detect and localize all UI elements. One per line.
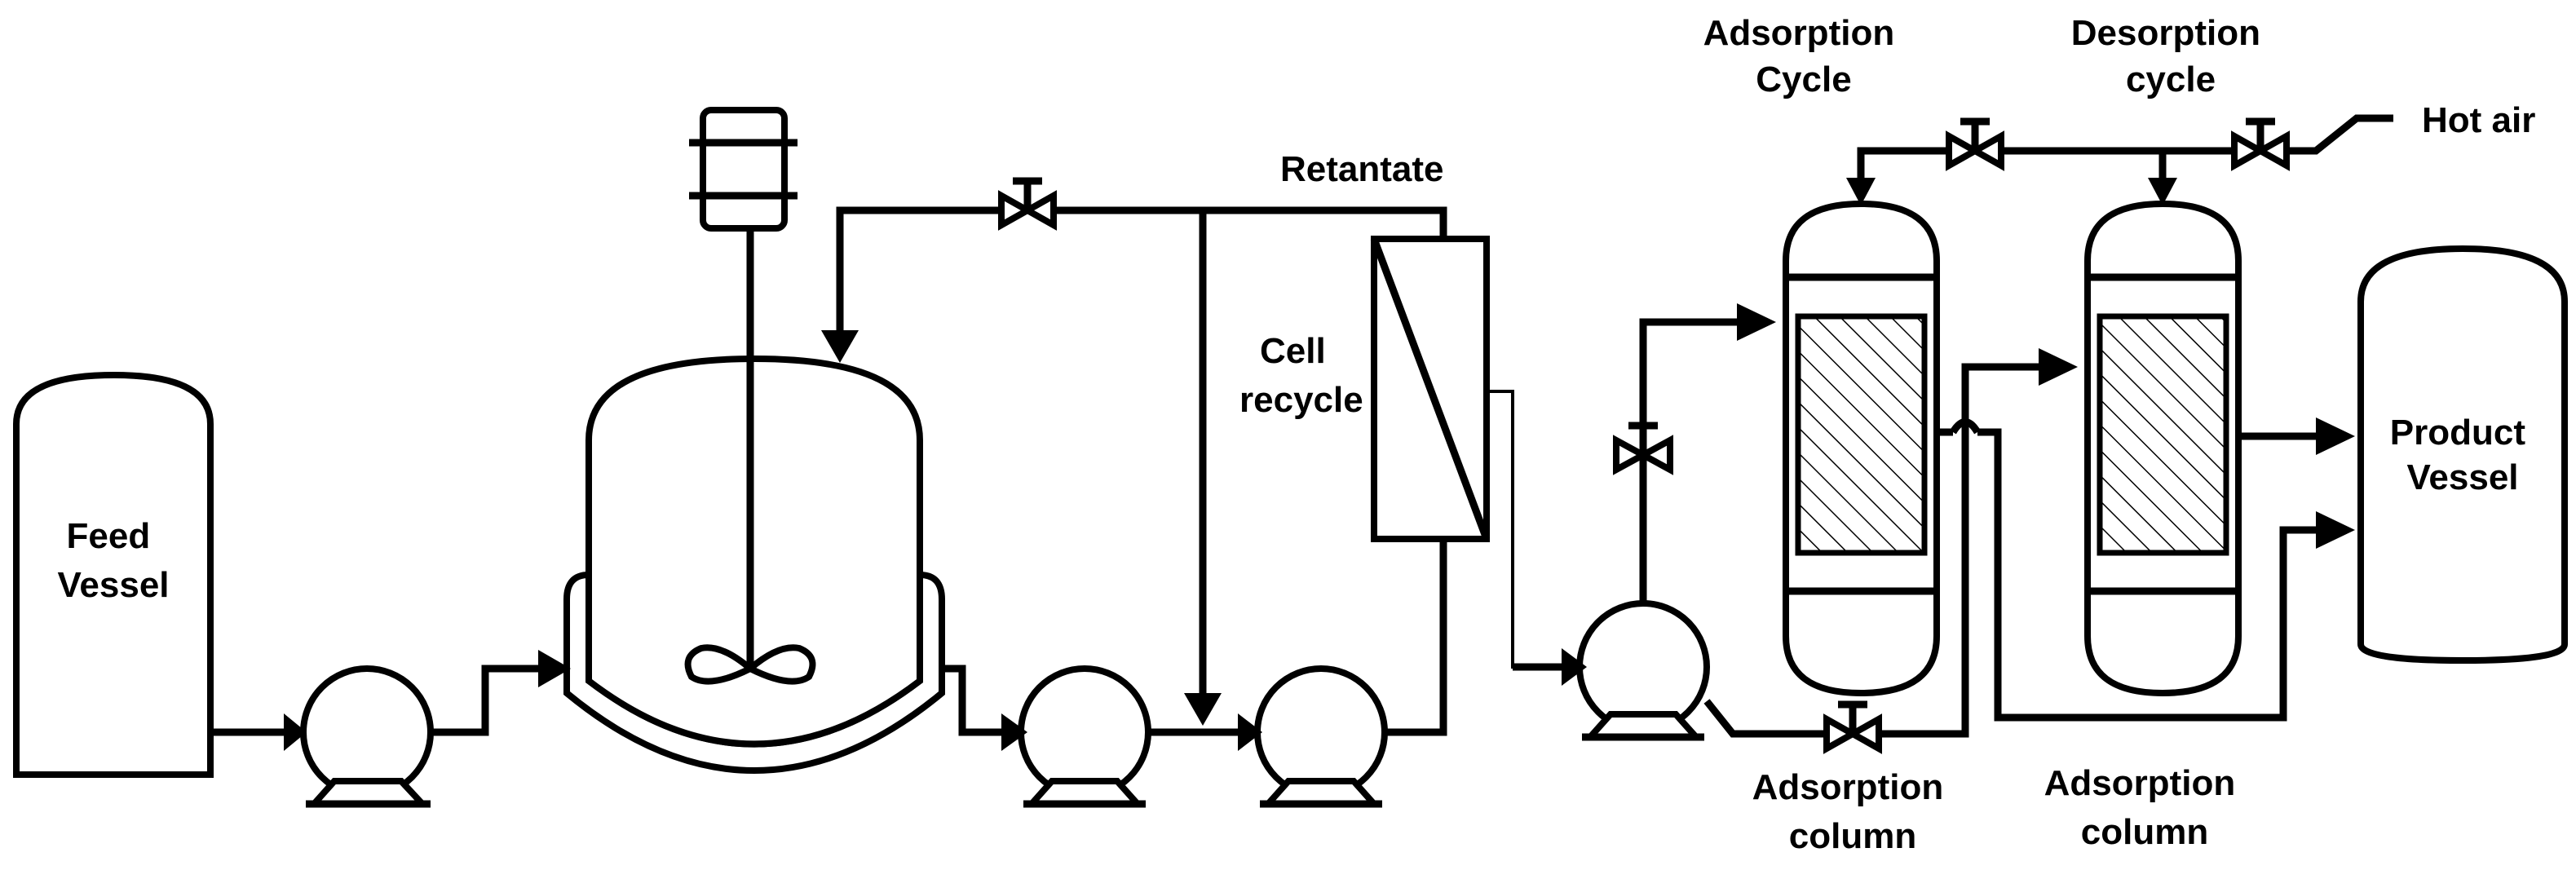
feed-vessel-label-line1: Feed: [67, 516, 151, 556]
product-vessel-label-line1: Product: [2390, 413, 2526, 453]
pump-2: [1018, 665, 1151, 808]
adsorption-column-2: [2084, 200, 2242, 697]
flow-arrows: [284, 178, 2355, 751]
hot-air-label: Hot air: [2422, 100, 2535, 140]
adsorption-column-2-label-line2: column: [2081, 812, 2208, 852]
adsorption-cycle-label-line1: Adsorption: [1703, 13, 1895, 53]
adsorption-column-1-label-line2: column: [1789, 816, 1916, 856]
feed-vessel: [13, 371, 214, 778]
adsorption-column-1-label-line1: Adsorption: [1752, 767, 1944, 807]
membrane-filter: [1370, 236, 1491, 542]
valve-adsorption-cycle[interactable]: [1946, 117, 2004, 171]
adsorption-cycle-label: Adsorption Cycle: [1703, 13, 1905, 99]
feed-vessel-label-line2: Vessel: [57, 565, 169, 605]
adsorption-cycle-label-line2: Cycle: [1756, 60, 1851, 99]
product-vessel-label-line2: Vessel: [2406, 457, 2518, 497]
bioreactor: [563, 355, 945, 774]
adsorption-column-1-label: Adsorption column: [1752, 767, 1954, 856]
valve-hot-air[interactable]: [2231, 117, 2290, 171]
pump-4: [1576, 600, 1710, 741]
pump-3: [1254, 665, 1388, 808]
valve-adsorption-column[interactable]: [1823, 700, 1882, 754]
desorption-cycle-label-line1: Desorption: [2071, 13, 2260, 53]
agitator: [684, 107, 816, 685]
valve-recycle[interactable]: [998, 177, 1057, 231]
adsorption-column-2-label: Adsorption column: [2044, 763, 2246, 852]
cell-recycle-label-line2: recycle: [1239, 380, 1363, 420]
pump-1: [300, 665, 434, 808]
product-vessel: [2357, 245, 2568, 665]
feed-vessel-label: Feed Vessel: [57, 516, 169, 605]
product-vessel-label: Product Vessel: [2390, 413, 2535, 497]
adsorption-column-2-label-line1: Adsorption: [2044, 763, 2236, 803]
piping: [210, 114, 2393, 738]
valve-pump4-outlet[interactable]: [1613, 422, 1673, 475]
desorption-cycle-label: Desorption cycle: [2071, 13, 2270, 99]
cell-recycle-label: Cell recycle: [1239, 331, 1363, 420]
retantate-label: Retantate: [1280, 149, 1444, 189]
cell-recycle-label-line1: Cell: [1260, 331, 1326, 371]
desorption-cycle-label-line2: cycle: [2126, 60, 2216, 99]
adsorption-column-1: [1783, 200, 1940, 697]
